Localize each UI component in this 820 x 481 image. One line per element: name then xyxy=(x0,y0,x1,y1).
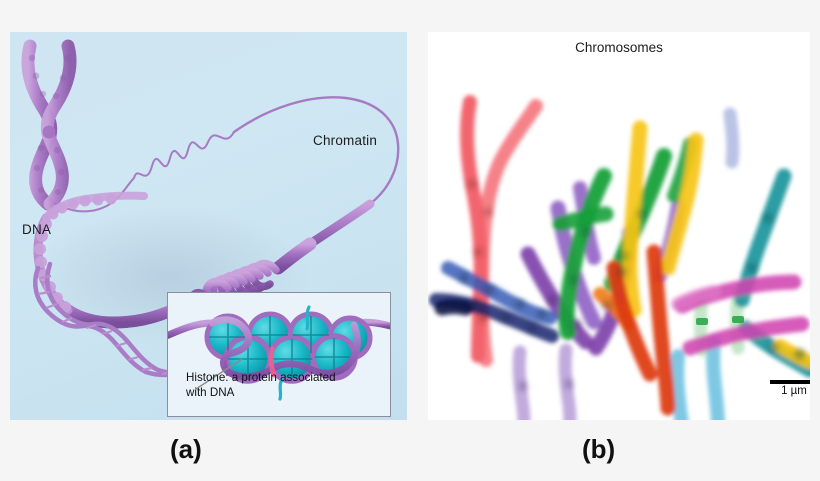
histone-caption: Histone: a protein associated with DNA xyxy=(186,371,386,400)
histone-tail-lower xyxy=(278,377,284,401)
panel-b-karyotype: Chromosomes xyxy=(428,32,810,420)
metaphase-chromosome xyxy=(21,39,77,211)
chromosome-yellow-1 xyxy=(622,120,648,318)
label-dna: DNA xyxy=(22,222,52,237)
dna-wrapping-strand xyxy=(208,316,361,380)
chromosome-magenta-pale xyxy=(671,285,721,311)
chromosome-orange-red-2 xyxy=(646,244,676,416)
chromosome-lavender-2 xyxy=(558,343,577,420)
chromosome-pale-blue-violet xyxy=(723,107,740,169)
chromosome-green-3 xyxy=(552,206,614,232)
linker-dna-left xyxy=(168,319,216,340)
chromosome-banding-flecks-purple xyxy=(519,268,626,390)
chromosome-green-1 xyxy=(558,168,612,340)
chromosome-yellow-2 xyxy=(660,132,704,276)
scale-bar-label: 1 µm xyxy=(781,384,807,397)
chromosome-banding-flecks xyxy=(460,274,546,332)
spectral-karyotype-image xyxy=(429,95,810,420)
chromosome-banding-flecks-red xyxy=(468,180,492,322)
chromosome-lavender-1 xyxy=(512,345,531,420)
chromatin-fiber-thickening xyxy=(305,199,375,249)
histone-leader-line xyxy=(195,358,243,390)
chromosome-blue-dark-band xyxy=(434,299,474,316)
chromosome-lightblue-2 xyxy=(706,335,725,420)
chromosome-orange-red-1 xyxy=(606,260,658,382)
chromatin-fiber xyxy=(271,237,317,275)
panel-letter-b: (b) xyxy=(582,434,616,464)
centromere-marks xyxy=(696,316,744,325)
chromatin-squiggle xyxy=(133,131,235,179)
chromatin-upper-loop xyxy=(232,96,400,206)
histone-inset-box: Histone: a protein associated with DNA xyxy=(167,292,391,417)
scale-bar: 1 µm xyxy=(766,380,810,397)
label-chromatin: Chromatin xyxy=(313,133,378,148)
chromosome-purple-1 xyxy=(520,246,594,350)
panel-a-chromatin-diagram: Chromatin DNA xyxy=(10,32,407,420)
histone-caption-line2: with DNA xyxy=(186,385,235,399)
histone-tail-upper xyxy=(305,305,311,331)
panel-b-title: Chromosomes xyxy=(575,40,663,55)
panel-letter-a: (a) xyxy=(170,434,202,464)
chromosome-magenta-2 xyxy=(682,316,810,356)
centromere xyxy=(42,125,56,139)
scale-bar-line xyxy=(770,380,810,384)
histone-caption-line1: Histone: a protein associated xyxy=(186,371,336,384)
chromosome-banding-flecks-teal xyxy=(748,214,805,359)
nucleosome-illustration xyxy=(168,305,390,401)
chromosome-yellow-3 xyxy=(773,339,810,369)
dna-highlight-segment xyxy=(268,346,277,378)
nucleosome-string-upper xyxy=(42,191,148,222)
chromosome-banding-flecks-green xyxy=(570,210,646,284)
chromosome-lightblue-1 xyxy=(670,349,689,420)
